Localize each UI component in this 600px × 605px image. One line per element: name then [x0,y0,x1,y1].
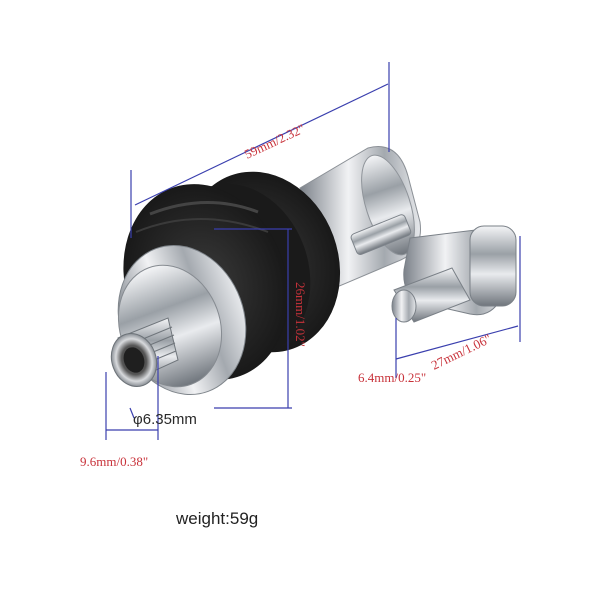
clamp-height-label: 27mm/1.06" [429,331,494,373]
threaded-stud [110,317,179,387]
clamp-gap-dimension: 6.4mm/0.25" [358,370,426,385]
thread-diameter-label: φ6.35mm [133,411,197,428]
thread-dimension: φ6.35mm 9.6mm/0.38" [80,356,197,469]
length-label: 59mm/2.32" [242,121,307,162]
cylinder-height-label: 26mm/1.02" [293,282,308,347]
thread-length-label: 9.6mm/0.38" [80,454,148,469]
clamp-gap-label: 6.4mm/0.25" [358,370,426,385]
weight-label: weight:59g [176,509,259,528]
cylinder-height-dimension: 26mm/1.02" [214,228,308,409]
thumb-screw [350,214,517,323]
